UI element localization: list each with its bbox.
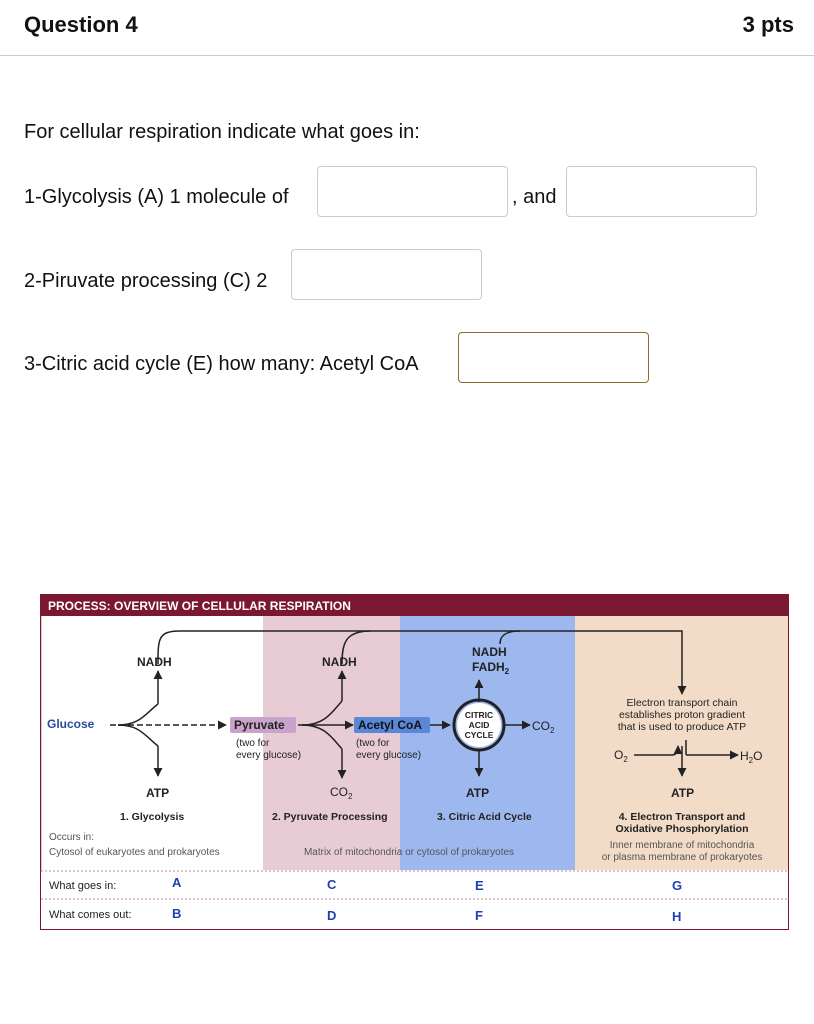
step-4-label-a: 4. Electron Transport and [619, 811, 746, 823]
line3-label: 3-Citric acid cycle (E) how many: Acetyl… [24, 353, 419, 375]
letter-f: F [475, 908, 483, 923]
etc-text-3: that is used to produce ATP [618, 721, 746, 733]
letter-c: C [327, 877, 337, 892]
step-1-label: 1. Glycolysis [120, 811, 184, 823]
fadh-label: FADH2 [472, 660, 510, 676]
pyruvate-band [263, 616, 400, 870]
occurs-label: Occurs in: [49, 832, 94, 843]
top-loop-arrow [157, 630, 687, 695]
line2-label: 2-Piruvate processing (C) 2 [24, 270, 268, 292]
pyruvate-branch-down [301, 724, 343, 750]
question-title: Question 4 [24, 12, 138, 37]
co2-a: CO2 [330, 785, 353, 801]
etc-text-2: establishes proton gradient [619, 709, 745, 721]
goes-in-label: What goes in: [49, 880, 116, 892]
acetyl-note-2: every glucose) [356, 750, 421, 761]
h2o-label: H2O [740, 749, 762, 765]
acetyl-label: Acetyl CoA [358, 718, 422, 732]
cycle-text-3: CYCLE [465, 730, 494, 740]
nadh-1: NADH [137, 655, 172, 669]
o2-label: O2 [614, 748, 628, 764]
letter-d: D [327, 908, 336, 923]
glucose-label: Glucose [47, 717, 95, 731]
letter-h: H [672, 909, 681, 924]
comes-out-label: What comes out: [49, 909, 132, 921]
location-1: Cytosol of eukaryotes and prokaryotes [49, 847, 220, 858]
co2-b: CO2 [532, 719, 555, 735]
letter-g: G [672, 878, 682, 893]
pyruvate-label: Pyruvate [234, 718, 285, 732]
acetyl-box [354, 717, 430, 733]
location-2-3: Matrix of mitochondria or cytosol of pro… [304, 847, 514, 858]
step-2-label: 2. Pyruvate Processing [272, 811, 388, 823]
atp-1: ATP [146, 786, 169, 800]
atp-3: ATP [466, 786, 489, 800]
question-prompt: For cellular respiration indicate what g… [24, 121, 420, 143]
citric-loop-line [499, 630, 521, 645]
line1-label: 1-Glycolysis (A) 1 molecule of [24, 186, 289, 208]
etc-text-1: Electron transport chain [627, 697, 738, 709]
pyruvate-note-1: (two for [236, 738, 270, 749]
answer-c-input[interactable] [291, 249, 482, 300]
question-points: 3 pts [742, 12, 794, 37]
pyruvate-loop-line [341, 630, 371, 665]
step-3-label: 3. Citric Acid Cycle [437, 811, 532, 823]
nadh-3: NADH [472, 645, 507, 659]
answer-a1-input[interactable] [317, 166, 508, 217]
acetyl-note-1: (two for [356, 738, 390, 749]
step-4-label-b: Oxidative Phosphorylation [615, 823, 748, 835]
respiration-diagram: PROCESS: OVERVIEW OF CELLULAR RESPIRATIO… [40, 594, 789, 930]
letter-e: E [475, 878, 484, 893]
citric-cycle-center [457, 703, 501, 747]
citric-cycle-ring [452, 698, 506, 752]
diagram-banner [40, 594, 789, 616]
pyruvate-note-2: every glucose) [236, 750, 301, 761]
line1-and: , and [512, 186, 557, 208]
o2-arrow [634, 745, 683, 756]
question-header: Question 4 3 pts [0, 0, 814, 56]
location-4b: or plasma membrane of prokaryotes [602, 852, 763, 863]
banner-text: PROCESS: OVERVIEW OF CELLULAR RESPIRATIO… [48, 599, 351, 613]
answer-a2-input[interactable] [566, 166, 757, 217]
letter-b: B [172, 906, 181, 921]
nadh-2: NADH [322, 655, 357, 669]
cycle-text-1: CITRIC [465, 710, 493, 720]
location-4a: Inner membrane of mitochondria [610, 840, 755, 851]
cycle-text-2: ACID [469, 720, 490, 730]
answer-e-input[interactable] [458, 332, 649, 383]
pyruvate-box [230, 717, 296, 733]
letter-a: A [172, 875, 182, 890]
atp-4: ATP [671, 786, 694, 800]
glycolysis-branch-down [117, 724, 159, 747]
